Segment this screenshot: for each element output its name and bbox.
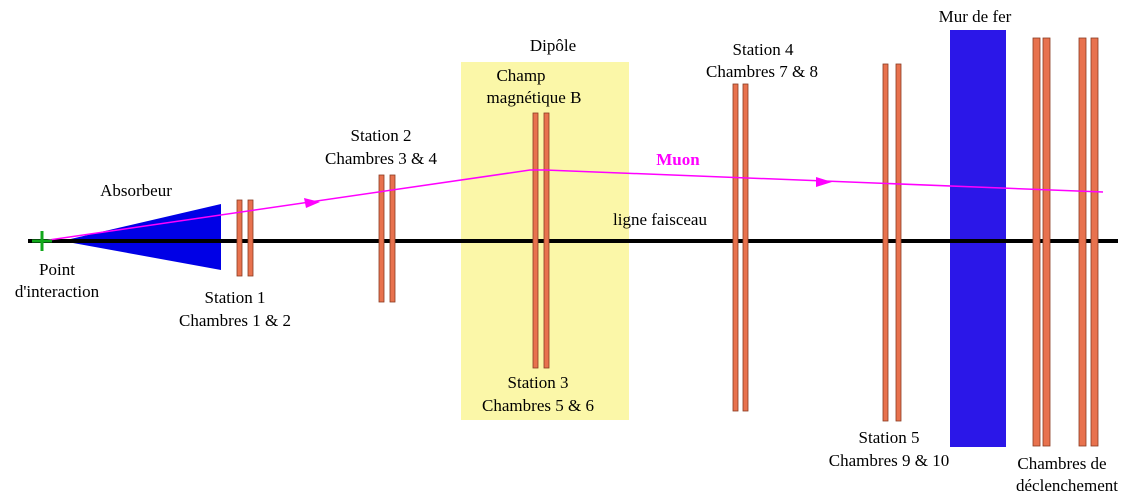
magnetic-field-label: Champ — [496, 66, 545, 85]
beam-line-label: ligne faisceau — [613, 210, 707, 229]
trigger-chambers-label: Chambres de — [1017, 454, 1106, 473]
chamber-2 — [247, 199, 254, 277]
station-1-chambers: Chambres 1 & 2 — [179, 311, 291, 330]
station-3-name: Station 3 — [508, 373, 569, 392]
interaction-point-label: d'interaction — [15, 282, 100, 301]
station-4-chambers: Chambres 7 & 8 — [706, 62, 818, 81]
chamber-8 — [742, 83, 749, 412]
station-4-name: Station 4 — [733, 40, 794, 59]
station-2-name: Station 2 — [351, 126, 412, 145]
chamber-7 — [732, 83, 739, 412]
trigger-chamber-2 — [1042, 37, 1051, 447]
chambers — [236, 37, 1099, 447]
chamber-9 — [882, 63, 889, 422]
trigger-chambers-label: déclenchement — [1016, 476, 1118, 495]
interaction-point-label: Point — [39, 260, 75, 279]
muon-label: Muon — [656, 150, 700, 169]
trigger-chamber-4 — [1090, 37, 1099, 447]
station-5-name: Station 5 — [859, 428, 920, 447]
absorber — [62, 204, 221, 270]
chamber-3 — [378, 174, 385, 303]
trigger-chamber-1 — [1032, 37, 1041, 447]
chamber-10 — [895, 63, 902, 422]
chamber-6 — [543, 112, 550, 369]
chamber-1 — [236, 199, 243, 277]
station-1-name: Station 1 — [205, 288, 266, 307]
chamber-4 — [389, 174, 396, 303]
dipole-label: Dipôle — [530, 36, 576, 55]
station-5-chambers: Chambres 9 & 10 — [829, 451, 949, 470]
interaction-point-plus-icon — [32, 231, 52, 251]
absorber-label: Absorbeur — [100, 181, 172, 200]
magnetic-field-label: magnétique B — [487, 88, 582, 107]
iron-wall — [950, 30, 1006, 447]
chamber-5 — [532, 112, 539, 369]
arrowhead-icon — [816, 177, 832, 187]
station-2-chambers: Chambres 3 & 4 — [325, 149, 437, 168]
station-3-chambers: Chambres 5 & 6 — [482, 396, 594, 415]
arrowhead-icon — [304, 198, 320, 208]
trigger-chamber-3 — [1078, 37, 1087, 447]
iron-wall-label: Mur de fer — [939, 7, 1012, 26]
